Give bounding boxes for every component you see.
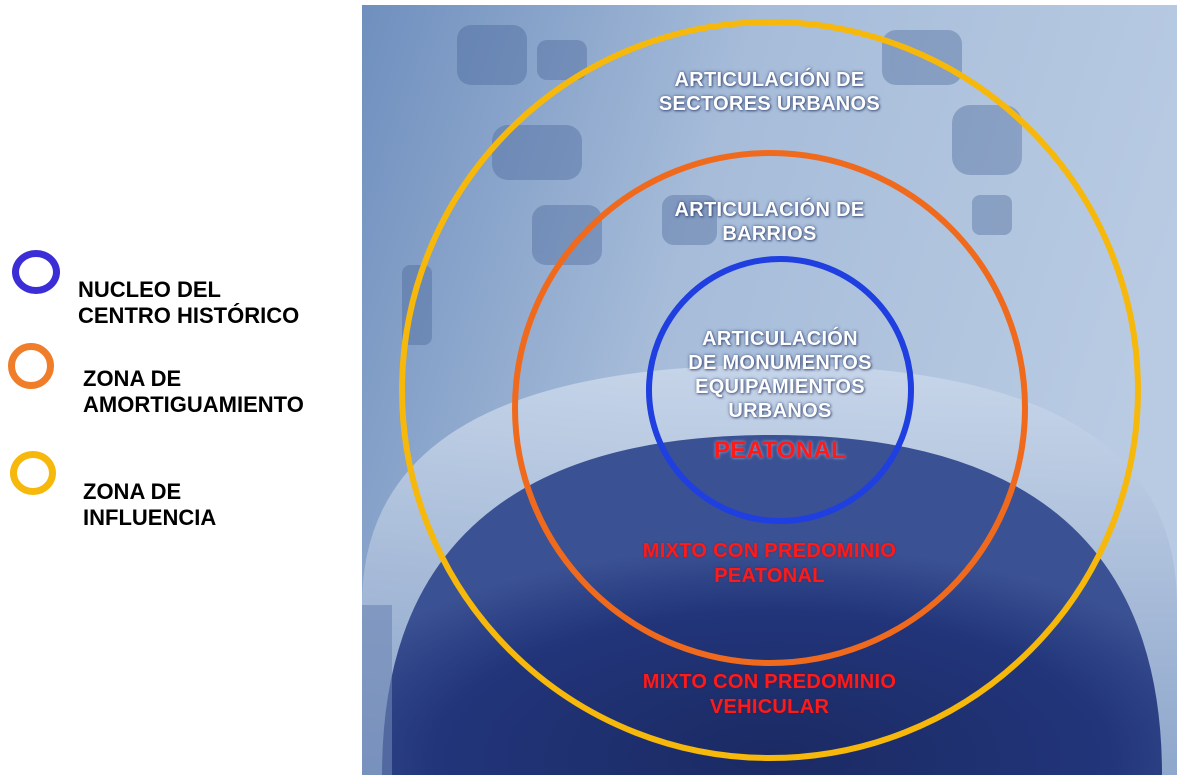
diagram-canvas <box>362 5 1177 775</box>
legend-label-influence: ZONA DE INFLUENCIA <box>83 479 216 531</box>
outer-mode-line2: VEHICULAR <box>709 696 830 718</box>
middle-zone-title: ARTICULACIÓN DE BARRIOS <box>362 198 1177 246</box>
inner-title-line3: EQUIPAMIENTOS <box>695 376 865 398</box>
middle-mode-label: MIXTO CON PREDOMINIO PEATONAL <box>362 539 1177 589</box>
legend-influence-line2: INFLUENCIA <box>83 505 217 530</box>
influence-ring-icon <box>10 451 56 495</box>
middle-mode-line2: PEATONAL <box>714 565 825 587</box>
legend-core-line2: CENTRO HISTÓRICO <box>78 303 300 328</box>
core-zone-ring <box>646 256 914 524</box>
legend-label-buffer: ZONA DE AMORTIGUAMIENTO <box>83 366 304 418</box>
core-ring-icon <box>12 250 60 294</box>
legend-buffer-line1: ZONA DE <box>83 366 182 391</box>
outer-title-line1: ARTICULACIÓN DE <box>674 69 865 91</box>
arch-opening <box>382 435 1162 775</box>
middle-title-line1: ARTICULACIÓN DE <box>674 199 865 221</box>
buffer-zone-ring <box>512 150 1028 666</box>
middle-mode-line1: MIXTO CON PREDOMINIO <box>642 540 897 562</box>
inner-mode-label: PEATONAL <box>713 437 847 464</box>
outer-zone-title: ARTICULACIÓN DE SECTORES URBANOS <box>362 68 1177 116</box>
middle-title-line2: BARRIOS <box>722 223 817 245</box>
legend-core-line1: NUCLEO DEL <box>78 277 221 302</box>
legend-buffer-line2: AMORTIGUAMIENTO <box>83 392 304 417</box>
outer-title-line2: SECTORES URBANOS <box>658 93 881 115</box>
inner-title-line1: ARTICULACIÓN <box>702 328 858 350</box>
outer-mode-label: MIXTO CON PREDOMINIO VEHICULAR <box>362 670 1177 720</box>
zones-diagram: ARTICULACIÓN DE SECTORES URBANOS ARTICUL… <box>362 5 1177 775</box>
inner-title-line2: DE MONUMENTOS <box>688 352 872 374</box>
buffer-ring-icon <box>8 343 54 389</box>
outer-mode-line1: MIXTO CON PREDOMINIO <box>642 671 897 693</box>
inner-title-line4: URBANOS <box>728 400 832 422</box>
influence-zone-ring <box>399 19 1141 761</box>
legend-influence-line1: ZONA DE <box>83 479 182 504</box>
legend-label-core: NUCLEO DEL CENTRO HISTÓRICO <box>78 277 299 329</box>
inner-zone-title: ARTICULACIÓN DE MONUMENTOS EQUIPAMIENTOS… <box>380 327 1177 423</box>
